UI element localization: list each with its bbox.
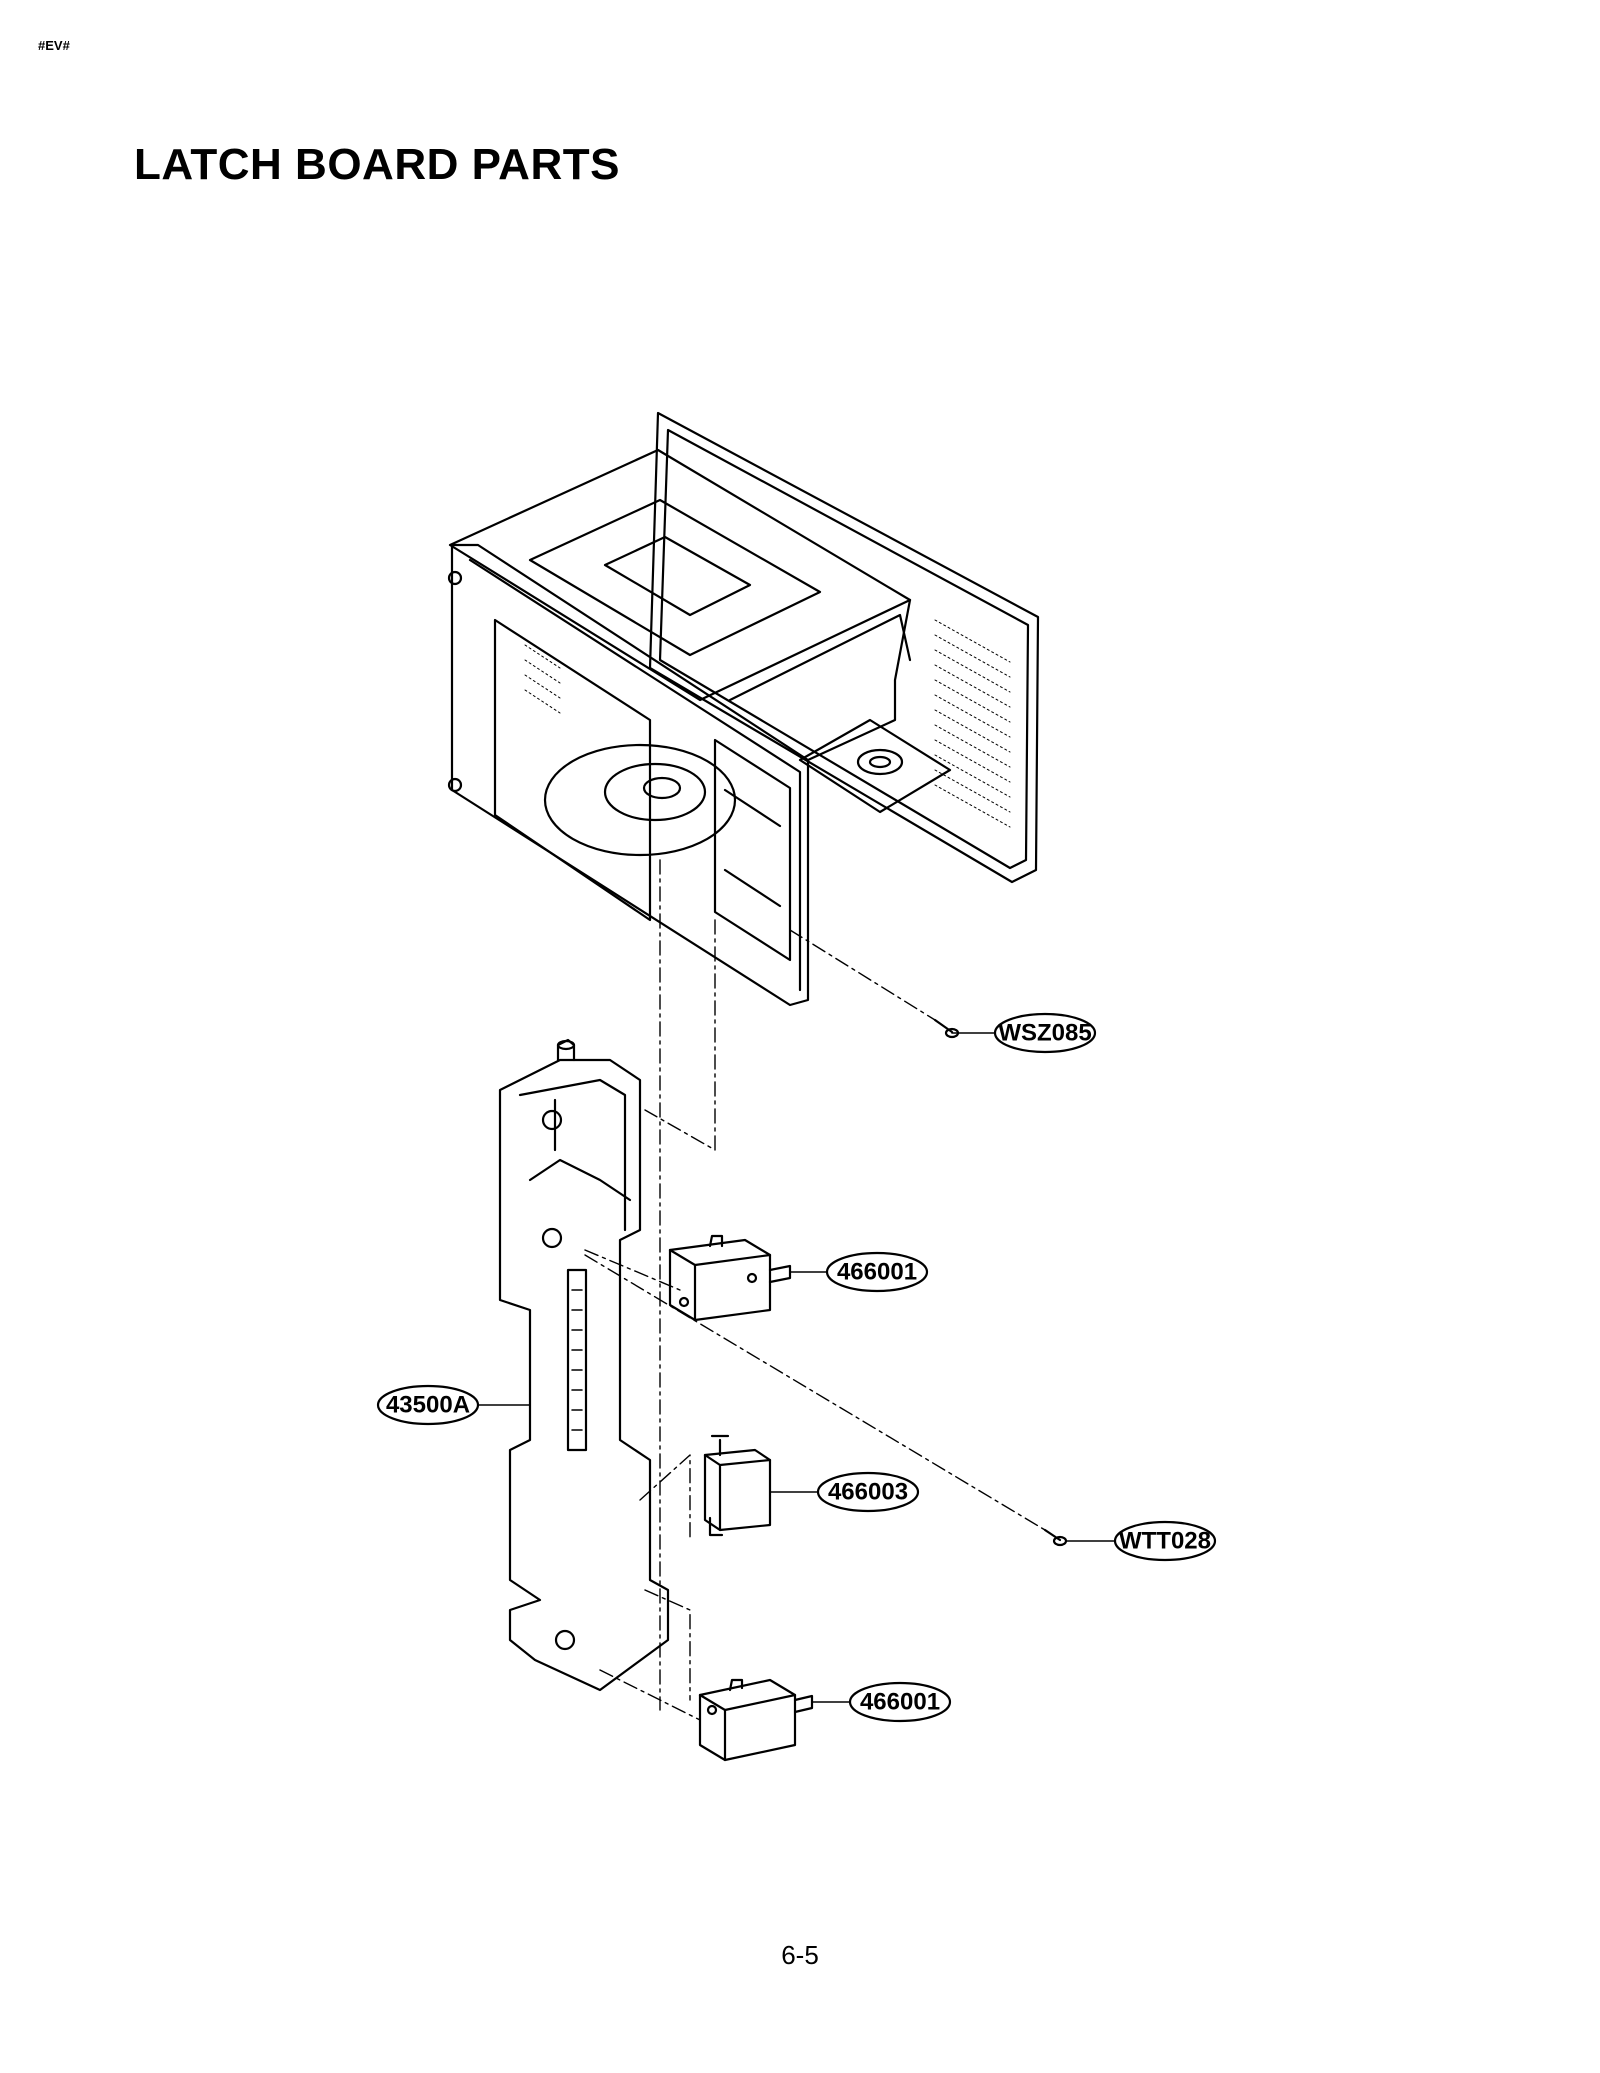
callout-466001-bottom: 466001	[848, 1681, 952, 1723]
callout-466001-top: 466001	[825, 1251, 929, 1293]
callout-label: 466001	[837, 1258, 917, 1285]
callout-label: 466003	[828, 1478, 908, 1505]
oven-cavity-drawing	[447, 411, 1040, 1007]
page-title: LATCH BOARD PARTS	[134, 140, 620, 189]
screw-wsz085-drawing	[933, 1018, 960, 1039]
page-number: 6-5	[781, 1940, 819, 1970]
assembly-lines	[584, 859, 1046, 1721]
callout-wsz085: WSZ085	[993, 1012, 1097, 1054]
leader-lines	[477, 1032, 1116, 1703]
latch-board-drawing	[498, 1038, 670, 1692]
callout-label: 43500A	[386, 1391, 470, 1418]
switch-466001-bottom-drawing	[698, 1678, 814, 1762]
callout-43500a: 43500A	[376, 1384, 480, 1426]
switch-466003-drawing	[703, 1434, 772, 1537]
callout-wtt028: WTT028	[1113, 1520, 1217, 1562]
screw-wtt028-drawing	[1043, 1528, 1068, 1547]
callout-label: WTT028	[1119, 1527, 1211, 1554]
switch-466001-top-drawing	[668, 1234, 792, 1322]
callout-label: WSZ085	[998, 1019, 1091, 1046]
document-tag: #EV#	[38, 38, 70, 53]
callout-466003: 466003	[816, 1471, 920, 1513]
callout-label: 466001	[860, 1688, 940, 1715]
